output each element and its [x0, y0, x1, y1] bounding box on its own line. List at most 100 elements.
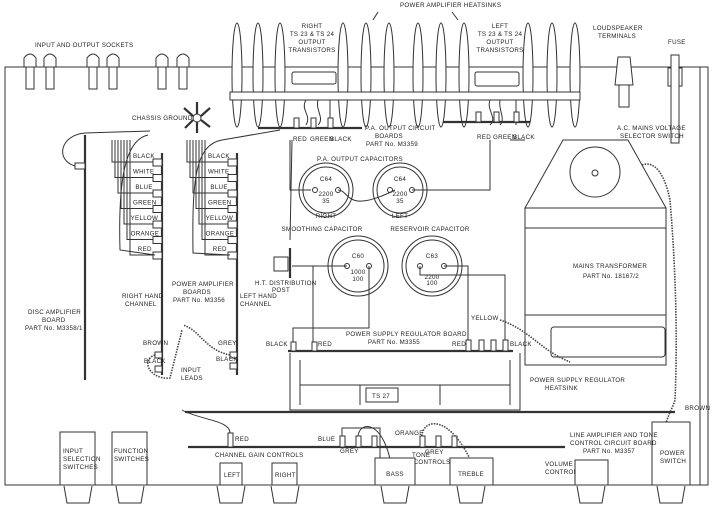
right-gain-control[interactable] [271, 462, 298, 486]
knob [270, 485, 300, 504]
label-input-leads: INPUT [181, 367, 201, 374]
label-sockets: INPUT AND OUTPUT SOCKETS [35, 42, 133, 49]
label-wire-black-left: BLACK [513, 134, 535, 141]
wire-terminal [227, 174, 238, 182]
heatsink-fin [435, 22, 447, 128]
wire [201, 140, 228, 240]
label-pa-boards: POWER AMPLIFIER [172, 281, 234, 288]
wire [111, 140, 153, 163]
heatsink-fin [252, 22, 264, 128]
wire-label-yellow: YELLOW [206, 215, 234, 222]
label-front-orange: ORANGE [395, 430, 424, 437]
label-loudspeaker-2: TERMINALS [598, 33, 636, 40]
left-output-transistors [474, 71, 520, 87]
label-regulator-heatsink: POWER SUPPLY REGULATOR [530, 377, 625, 384]
socket [176, 53, 190, 68]
socket [155, 53, 169, 68]
control-knobs [63, 485, 686, 504]
power-supply-regulator-heatsink [289, 353, 521, 411]
heatsink-fin [360, 22, 372, 128]
svg-text:1000: 1000 [351, 269, 366, 276]
heatsink-bar [229, 91, 581, 101]
svg-text:LEFT: LEFT [492, 23, 508, 30]
svg-text:C60: C60 [352, 253, 365, 260]
wire [204, 140, 228, 256]
label-disc-board: DISC AMPLIFIER [28, 309, 81, 316]
label-brown: BROWN [143, 340, 168, 347]
knob [656, 485, 686, 504]
label-chassis-ground: CHASSIS GROUND [132, 115, 193, 122]
capacitor-right: C64 2200 35 RIGHT [298, 162, 354, 220]
left-gain-control[interactable] [219, 462, 243, 486]
label-pa-output-caps: P.A. OUTPUT CAPACITORS [317, 156, 403, 163]
wire-label-yellow: YELLOW [131, 215, 159, 222]
label-reg-red: RED [318, 341, 332, 348]
wire-label-blue: BLUE [135, 184, 152, 191]
label-reg-red-2: RED [452, 341, 466, 348]
label-black-left: BLACK [216, 356, 238, 363]
bass-control[interactable] [374, 457, 416, 486]
label-disc-board-2: BOARD [42, 317, 66, 324]
label-selector-switch-2: SELECTOR SWITCH [620, 133, 684, 140]
heatsink-fin [458, 22, 470, 128]
svg-text:35: 35 [322, 198, 330, 205]
label-selector-switch: A.C. MAINS VOLTAGE [617, 125, 686, 132]
heatsink-fin [383, 22, 395, 128]
wire-label-black: BLACK [208, 153, 230, 160]
selector-switch[interactable] [569, 146, 621, 198]
label-front-blue: BLUE [318, 436, 335, 443]
loudspeaker-terminals [614, 56, 634, 108]
svg-text:OUTPUT: OUTPUT [298, 39, 325, 46]
svg-text:C64: C64 [320, 176, 333, 183]
label-wire-green: GREEN [310, 136, 334, 143]
wire-label-black: BLACK [133, 153, 155, 160]
heatsink-fin [412, 22, 424, 128]
socket-body [157, 66, 167, 90]
label-function-switches-2: SWITCHES [114, 456, 149, 463]
capacitor-left: C64 2200 35 LEFT [372, 162, 428, 220]
socket-body [178, 66, 188, 90]
svg-text:2200: 2200 [425, 274, 440, 281]
svg-text:2200: 2200 [393, 191, 408, 198]
svg-text:LEFT: LEFT [392, 213, 408, 220]
label-wire-red-left: RED [477, 134, 491, 141]
wire-terminal [152, 189, 163, 198]
label-fuse: FUSE [668, 39, 686, 46]
wire-label-green: GREEN [133, 200, 157, 207]
label-input-leads-2: LEADS [181, 375, 203, 382]
wire-terminal [227, 205, 238, 213]
function-switches[interactable] [111, 431, 148, 486]
label-grey: GREY [218, 340, 237, 347]
label-black-right: BLACK [144, 358, 166, 365]
label-tone-controls-2: CONTROLS [414, 459, 451, 466]
wire-label-green: GREEN [208, 200, 232, 207]
label-left-channel-2: CHANNEL [240, 301, 272, 308]
label-pa-boards-2: BOARDS [183, 289, 211, 296]
label-smoothing-capacitor: SMOOTHING CAPACITOR [281, 226, 362, 233]
heatsink-fin [337, 22, 349, 128]
svg-text:RIGHT: RIGHT [302, 23, 323, 30]
treble-control[interactable] [449, 457, 494, 486]
socket [106, 53, 120, 68]
label-left-transistors: LEFT TS 23 & TS 24 OUTPUT TRANSISTORS [476, 23, 523, 54]
volume-control[interactable] [574, 459, 609, 486]
label-tone-controls: TONE [412, 452, 430, 459]
heatsink-fin [522, 22, 534, 128]
label-heatsinks: POWER AMPLIFIER HEATSINKS [400, 2, 501, 9]
svg-text:TRANSISTORS: TRANSISTORS [288, 47, 335, 54]
label-volume-control-2: CONTROL [545, 469, 578, 476]
label-reg-black-2: BLACK [510, 341, 532, 348]
label-ht-post: H.T. DISTRIBUTION [255, 280, 316, 287]
knob [380, 485, 410, 504]
label-disc-board-part: PART No. M3358/1 [25, 325, 83, 332]
label-reg-black: BLACK [266, 341, 288, 348]
power-switch[interactable] [651, 421, 691, 486]
chassis-outline [4, 66, 709, 486]
wire-terminal [227, 236, 238, 244]
svg-text:TS 23 & TS 24: TS 23 & TS 24 [290, 31, 335, 38]
input-selection-switches[interactable] [59, 431, 96, 486]
yellow-transformer-leads [499, 319, 571, 363]
wire-terminal [227, 251, 238, 260]
label-regulator-board: POWER SUPPLY REGULATOR BOARD [346, 331, 467, 338]
knob [456, 485, 486, 504]
